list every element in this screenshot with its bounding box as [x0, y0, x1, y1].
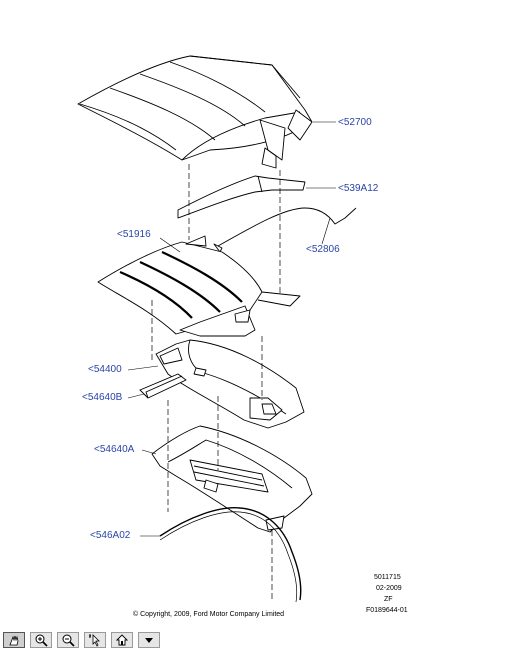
figure-number: F0189644-01	[366, 607, 408, 614]
pan-button[interactable]	[3, 632, 25, 648]
home-button[interactable]	[111, 632, 133, 648]
part-54400-rear-panel	[155, 339, 305, 429]
part-54640B-trim	[139, 373, 187, 399]
part-546A02-weatherstrip	[159, 507, 302, 603]
drawing-region: ZF	[384, 596, 393, 603]
callout-52806[interactable]: <52806	[306, 244, 340, 255]
zoom-out-button[interactable]	[57, 632, 79, 648]
callout-54400[interactable]: <54400	[88, 364, 122, 375]
leader-lines	[127, 121, 336, 537]
zoom-out-icon	[62, 634, 75, 647]
part-539A12-trim-strip	[177, 175, 306, 219]
zoom-in-icon	[35, 634, 48, 647]
callout-54640B[interactable]: <54640B	[82, 392, 123, 403]
callout-52700[interactable]: <52700	[338, 117, 372, 128]
drawing-date: 02-2009	[376, 585, 402, 592]
select-button[interactable]	[84, 632, 106, 648]
part-52806-cable	[213, 207, 357, 253]
zoom-in-button[interactable]	[30, 632, 52, 648]
part-54640A-tray	[151, 425, 313, 533]
dropdown-button[interactable]	[138, 632, 160, 648]
viewer-toolbar	[0, 630, 520, 650]
part-52700-top-cover	[77, 55, 313, 169]
dropdown-icon	[145, 638, 153, 643]
drawing-code: 5011715	[374, 574, 401, 581]
part-51916-headliner	[97, 235, 301, 337]
copyright-text: © Copyright, 2009, Ford Motor Company Li…	[133, 611, 285, 618]
callout-51916[interactable]: <51916	[117, 229, 151, 240]
callout-54640A[interactable]: <54640A	[94, 444, 135, 455]
pan-icon	[9, 635, 19, 646]
home-icon	[115, 634, 129, 646]
callout-539A12[interactable]: <539A12	[338, 183, 379, 194]
exploded-parts-diagram	[77, 55, 357, 603]
callout-546A02[interactable]: <546A02	[90, 530, 131, 541]
select-icon	[89, 634, 100, 647]
alignment-lines	[151, 164, 281, 600]
